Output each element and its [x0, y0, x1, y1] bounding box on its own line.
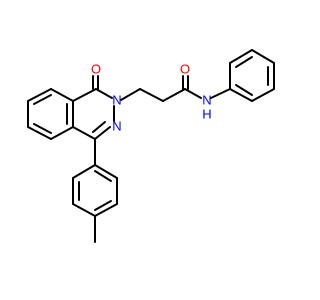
atom-label-layer: O N N O N H [91, 62, 212, 134]
bond-carbonyl-c-n2 [95, 88, 113, 99]
bond-layer [27, 49, 275, 243]
bond-ph5 [251, 88, 275, 102]
atom-h-amide: H [202, 107, 211, 122]
bond-c8a-carbonyl-c [72, 88, 97, 102]
bond-c4-c4a [72, 126, 96, 140]
atom-n-ring-3: N [112, 119, 121, 134]
bond-c5-c4a [50, 126, 74, 140]
bond-n2-ch2 [120, 88, 141, 101]
bond-c8-c7 [27, 88, 52, 102]
atom-o-ring-carbonyl: O [91, 62, 101, 77]
bond-benzo-inner-2 [33, 123, 52, 134]
bond-c6-c5 [27, 126, 52, 140]
atom-n-ring-2: N [112, 93, 121, 108]
bond-tol-inner-2 [94, 200, 112, 211]
bond-tol6 [72, 164, 96, 179]
bond-ph2 [229, 49, 253, 64]
bond-tol3 [94, 203, 118, 217]
bond-tol1 [94, 164, 118, 179]
bond-carbonyl-nh [184, 88, 202, 99]
bond-ch2-ch2 [139, 88, 164, 102]
bond-ch2-carbonyl [162, 88, 186, 102]
bond-ph-inner-3 [235, 84, 253, 96]
bond-n3-c4 [92, 121, 111, 140]
bond-c8a-c8 [50, 88, 74, 102]
atom-n-amide: N [202, 93, 211, 108]
bond-tol-inner-1 [94, 170, 112, 182]
bond-ph3 [251, 49, 275, 64]
bond-ph-inner-1 [235, 56, 253, 68]
ring-carbonyl-bond [92, 75, 99, 90]
atom-o-amide: O [180, 62, 190, 77]
bond-benzo-inner-1 [33, 94, 52, 105]
bond-tol4 [72, 203, 96, 217]
molecule-structure: O N N O N H [27, 49, 275, 243]
bond-ph6 [229, 88, 253, 102]
amide-carbonyl-bond [182, 75, 189, 90]
bond-nh-phenyl [210, 88, 231, 99]
